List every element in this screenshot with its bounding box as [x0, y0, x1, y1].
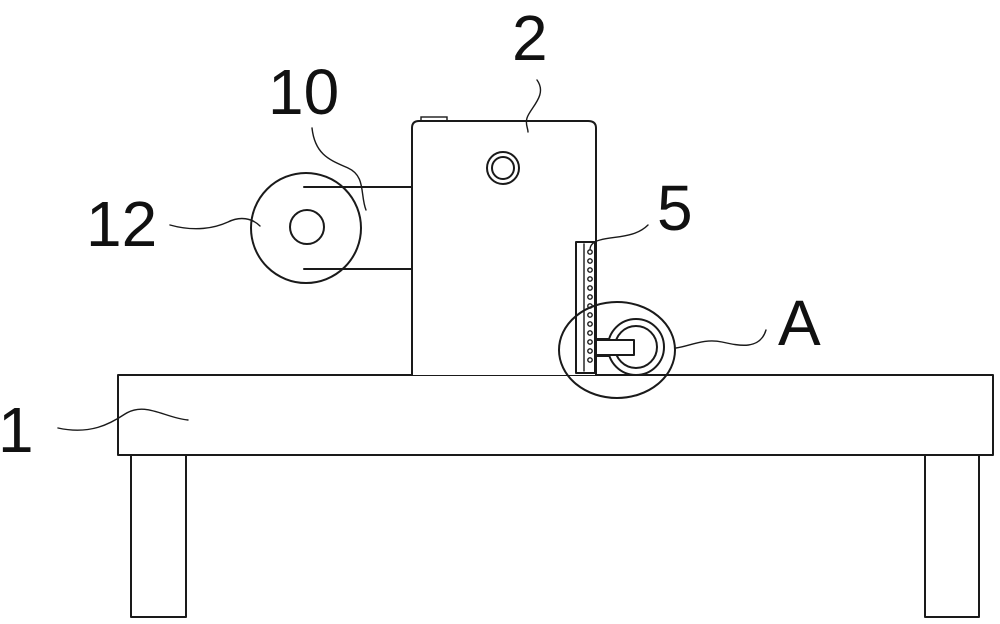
table-assembly — [117, 374, 994, 618]
scale-tick — [587, 258, 593, 264]
box-body — [411, 120, 597, 376]
scale-tick — [587, 339, 593, 345]
scale-tick — [587, 294, 593, 300]
scale-ticks — [587, 249, 593, 363]
scale-tick — [587, 267, 593, 273]
box-top-knob — [420, 116, 448, 122]
label-arm: 10 — [268, 56, 339, 128]
scale-tick — [587, 312, 593, 318]
label-detail-a: A — [778, 287, 821, 359]
detail-a-assembly — [558, 301, 676, 399]
table-top — [117, 374, 994, 456]
leader-2 — [525, 79, 542, 133]
scale-tick — [587, 285, 593, 291]
scale-tick — [587, 330, 593, 336]
shaft-front — [595, 339, 635, 356]
leader-lines — [57, 79, 767, 431]
label-table: 1 — [0, 394, 34, 466]
reference-labels: 1 2 5 A 10 12 — [0, 2, 821, 466]
label-wheel: 12 — [86, 188, 157, 260]
scale-tick — [587, 348, 593, 354]
leader-a — [675, 329, 767, 349]
leader-10 — [311, 127, 367, 211]
table-leg-right — [924, 454, 980, 618]
scale-bar — [575, 241, 596, 374]
scale-tick — [587, 321, 593, 327]
box-hole-inner — [491, 156, 515, 180]
label-scale: 5 — [657, 172, 693, 244]
leader-1 — [57, 408, 189, 431]
scale-tick — [587, 276, 593, 282]
detail-a-circle — [558, 301, 676, 399]
main-box — [411, 116, 597, 376]
label-box: 2 — [512, 2, 548, 74]
table-leg-left — [130, 454, 187, 618]
leader-5 — [589, 224, 649, 251]
wheel-hub — [289, 209, 325, 245]
leader-12 — [169, 217, 261, 230]
scale-tick — [587, 357, 593, 363]
wheel-arm-assembly — [250, 172, 415, 284]
